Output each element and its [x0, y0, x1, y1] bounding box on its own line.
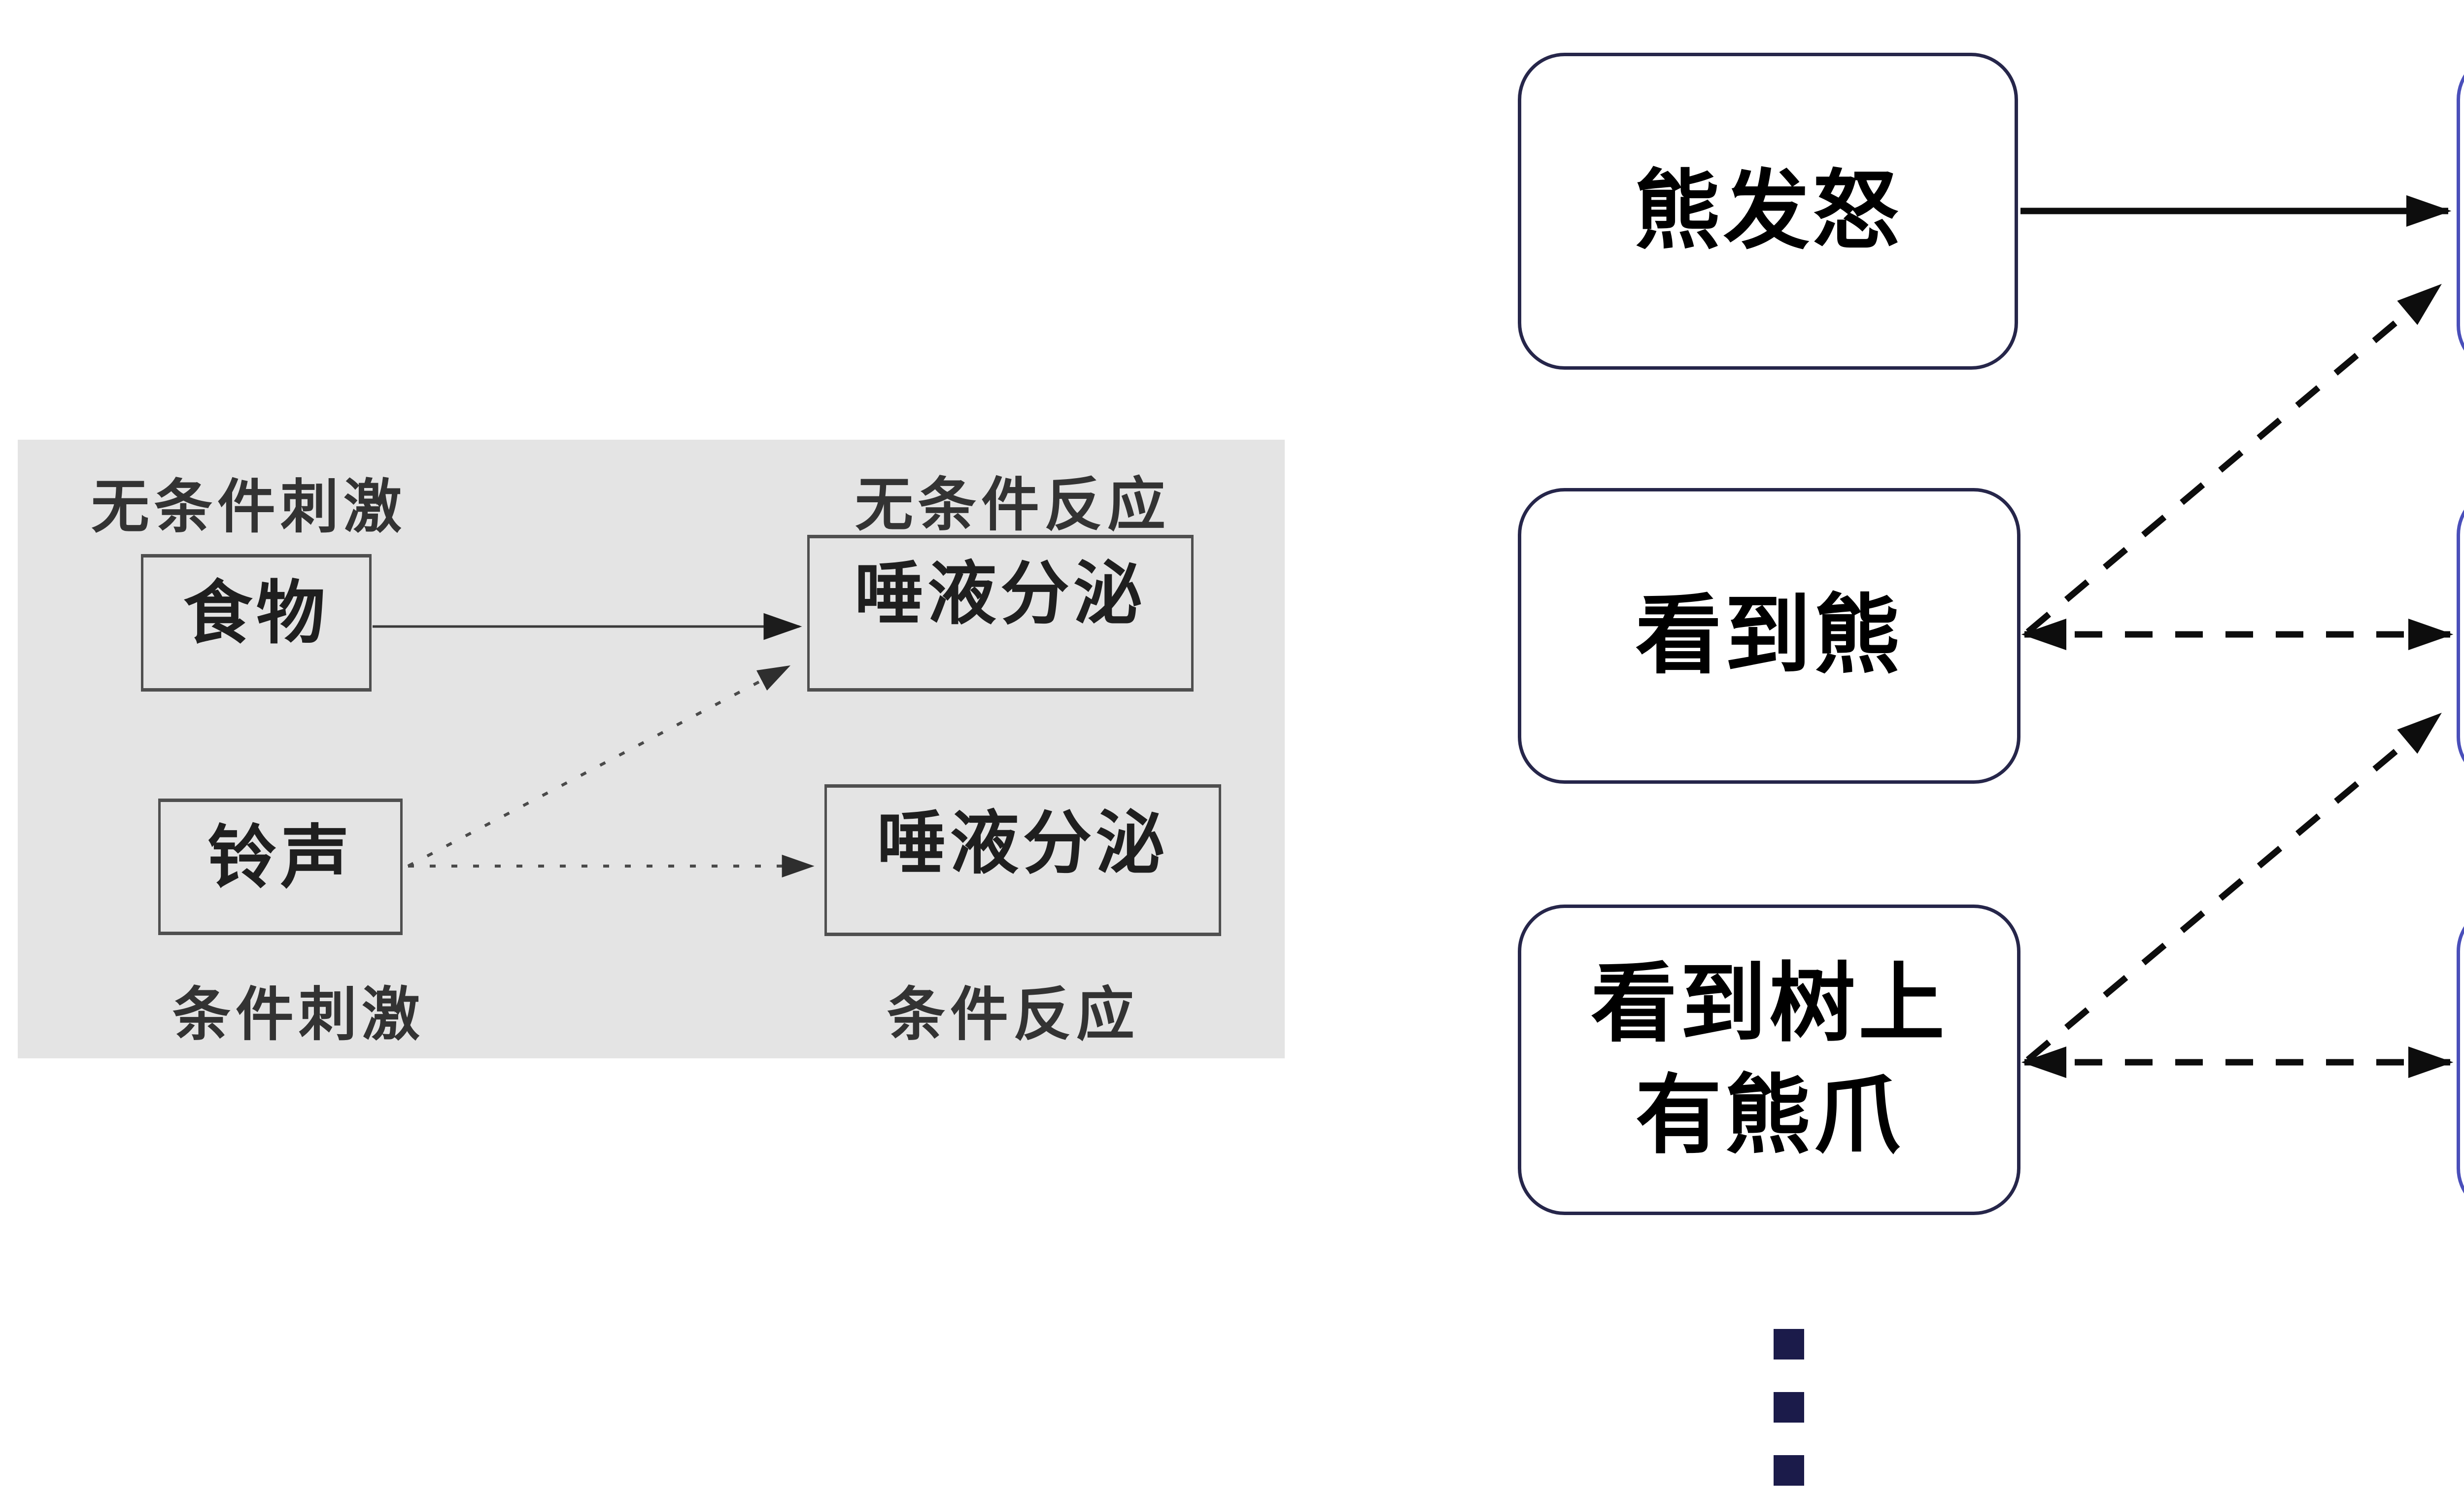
ellipsis-dot [1774, 1455, 1804, 1486]
bell-to-unconditioned-saliva-dotted-arrow [407, 665, 791, 868]
box-bear-angry-label: 熊发怒 [1634, 163, 1902, 259]
box-value-next-state: V(s′) [2457, 488, 2464, 784]
see-claws-to-value-next-dashed-arrow [2025, 712, 2442, 1062]
box-food: 食物 [141, 554, 372, 692]
see-bear-to-reward-dashed-arrow [2025, 283, 2442, 634]
box-saliva-conditioned-label: 唾液分泌 [877, 804, 1169, 882]
box-bell-label: 铃声 [207, 819, 353, 896]
label-conditioned-response: 条件反应 [887, 982, 1140, 1047]
box-see-bear-claws-label: 看到树上 有熊爪 [1591, 955, 1948, 1164]
box-bell: 铃声 [158, 799, 403, 935]
box-bear-angry: 熊发怒 [1518, 53, 2018, 370]
ellipsis-left-icon [1774, 1329, 1804, 1486]
ellipsis-dot [1774, 1392, 1804, 1423]
ellipsis-dot [1774, 1329, 1804, 1360]
box-value-current-state: V(s) [2457, 905, 2464, 1215]
box-reward: 奖励 [2457, 53, 2464, 372]
label-conditioned-stimulus: 条件刺激 [172, 982, 425, 1047]
box-saliva-conditioned: 唾液分泌 [824, 784, 1221, 936]
pavlov-panel: 无条件刺激 无条件反应 条件刺激 条件反应 [18, 440, 1285, 1058]
box-food-label: 食物 [183, 574, 329, 652]
label-unconditioned-response: 无条件反应 [855, 473, 1171, 538]
box-saliva-unconditioned: 唾液分泌 [807, 535, 1194, 692]
box-see-bear-claws: 看到树上 有熊爪 [1518, 905, 2020, 1215]
box-see-bear: 看到熊 [1518, 488, 2020, 784]
box-see-bear-label: 看到熊 [1635, 588, 1903, 684]
label-unconditioned-stimulus: 无条件刺激 [91, 475, 407, 540]
box-saliva-unconditioned-label: 唾液分泌 [854, 555, 1146, 632]
